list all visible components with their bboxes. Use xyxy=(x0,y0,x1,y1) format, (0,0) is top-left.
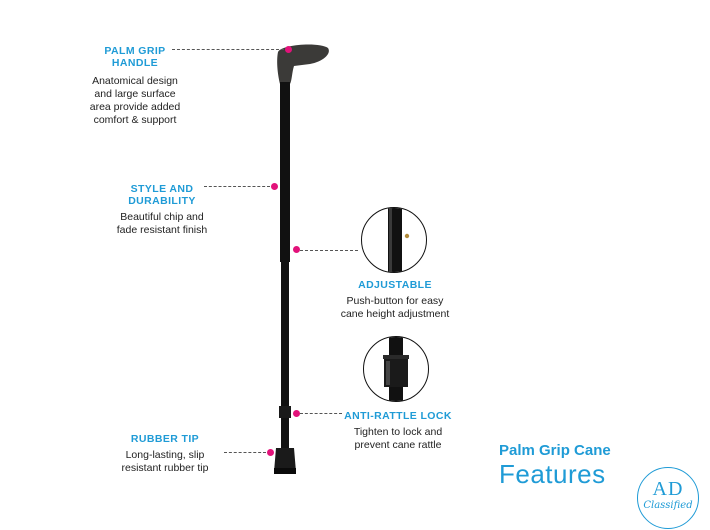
callout-title: STYLE AND DURABILITY xyxy=(128,183,196,207)
marker-anti-rattle xyxy=(293,410,300,417)
leader-anti-rattle xyxy=(300,413,342,414)
headline-line2: Features xyxy=(499,459,606,489)
ad-classified-logo: AD Classified xyxy=(637,467,699,529)
callout-title: PALM GRIP HANDLE xyxy=(104,45,166,69)
zoom-anti-rattle xyxy=(363,336,429,402)
callout-palm-grip: PALM GRIP HANDLE Anatomical design and l… xyxy=(80,45,190,127)
marker-palm-grip xyxy=(285,46,292,53)
leader-rubber-tip xyxy=(224,452,266,453)
callout-title: ANTI-RATTLE LOCK xyxy=(344,410,452,422)
rubber-tip xyxy=(274,448,296,472)
callout-anti-rattle: ANTI-RATTLE LOCK Tighten to lock and pre… xyxy=(338,410,458,452)
cane-shaft-bottom xyxy=(281,418,289,448)
zoom-adjustable xyxy=(361,207,427,273)
leader-palm-grip xyxy=(172,49,284,50)
headline-line1: Palm Grip Cane xyxy=(499,442,611,459)
callout-desc: Long-lasting, slip resistant rubber tip xyxy=(121,449,209,474)
callout-title: ADJUSTABLE xyxy=(358,279,432,291)
leader-adjustable xyxy=(300,250,358,251)
cane-shaft-lower xyxy=(281,262,289,422)
callout-desc: Anatomical design and large surface area… xyxy=(89,75,181,126)
callout-style: STYLE AND DURABILITY Beautiful chip and … xyxy=(102,183,222,237)
leader-style xyxy=(204,186,270,187)
anti-rattle-collar xyxy=(279,406,291,418)
headline: Palm Grip Cane Features xyxy=(499,442,611,490)
palm-grip-handle xyxy=(277,44,329,84)
callout-rubber-tip: RUBBER TIP Long-lasting, slip resistant … xyxy=(100,433,230,475)
marker-adjustable xyxy=(293,246,300,253)
callout-desc: Push-button for easy cane height adjustm… xyxy=(340,295,450,320)
callout-desc: Beautiful chip and fade resistant finish xyxy=(116,211,208,236)
logo-word: Classified xyxy=(643,500,693,511)
adjustable-detail xyxy=(388,208,410,272)
callout-adjustable: ADJUSTABLE Push-button for easy cane hei… xyxy=(330,279,460,321)
cane-illustration xyxy=(274,44,329,474)
anti-rattle-detail xyxy=(383,337,409,401)
callout-desc: Tighten to lock and prevent cane rattle xyxy=(353,426,443,451)
cane-shaft-upper xyxy=(280,82,290,262)
logo-letters: AD xyxy=(652,478,684,500)
marker-rubber-tip xyxy=(267,449,274,456)
callout-title: RUBBER TIP xyxy=(130,433,200,445)
marker-style xyxy=(271,183,278,190)
